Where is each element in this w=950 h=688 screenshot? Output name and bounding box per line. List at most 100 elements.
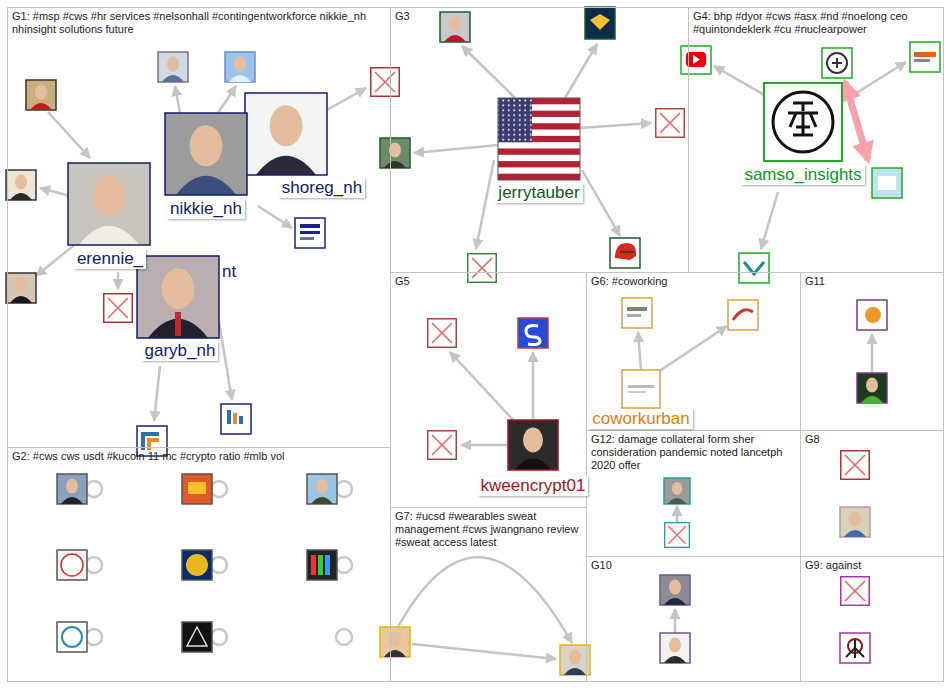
group-header: G12: damage collateral form sher conside… — [591, 433, 796, 472]
vertex-label: jerrytauber — [495, 183, 582, 203]
broken-image — [841, 577, 870, 606]
avatar — [6, 170, 36, 200]
group-header: G5 — [395, 275, 585, 288]
logo-avatar — [182, 622, 212, 652]
profile-photo — [137, 256, 219, 338]
link — [565, 44, 597, 98]
logo-avatar — [872, 168, 902, 198]
link — [117, 272, 120, 289]
vertex-name: coworkurban — [592, 409, 689, 429]
link — [676, 506, 679, 522]
logo-avatar — [622, 298, 652, 328]
group-box: G4: bhp #dyor #cws #asx #nd #noelong ceo… — [688, 7, 944, 273]
vertex-name: shoreg_nh — [282, 178, 362, 198]
group-header: G10 — [591, 559, 796, 572]
logo-avatar — [585, 7, 615, 39]
link — [580, 123, 651, 128]
avatar — [840, 507, 870, 537]
group-box: G8 — [800, 430, 944, 557]
logo-avatar — [518, 318, 548, 348]
logo-avatar — [182, 550, 212, 580]
logo-avatar — [57, 622, 87, 652]
link — [219, 322, 232, 400]
avatar — [660, 575, 690, 605]
vertex-label: nikkie_nh — [167, 199, 245, 219]
link — [532, 352, 535, 420]
link — [761, 192, 778, 249]
avatar — [660, 633, 690, 663]
broken-image — [656, 109, 685, 138]
avatar — [26, 80, 56, 110]
link — [40, 188, 70, 196]
broken-image — [371, 68, 400, 97]
group-box: G1: #msp #cws #hr services #nelsonhall #… — [7, 7, 391, 448]
profile-photo — [68, 163, 150, 245]
vertex-name: kweencrypt01 — [481, 476, 586, 496]
avatar — [857, 373, 887, 403]
logo-avatar — [739, 253, 769, 283]
link — [327, 88, 366, 110]
link — [398, 557, 572, 643]
link — [414, 145, 498, 153]
avatar — [307, 474, 337, 504]
vertex-label: erennie_ — [74, 249, 146, 269]
profile-photo — [508, 420, 558, 470]
group-header: G1: #msp #cws #hr services #nelsonhall #… — [12, 10, 372, 36]
heavy-link — [845, 82, 868, 160]
flag-avatar — [498, 98, 580, 180]
vertex-name: samso_insights — [744, 165, 861, 185]
vertex-label: coworkurban — [589, 409, 692, 429]
vertex-name: jerrytauber — [498, 183, 579, 203]
profile-photo — [245, 93, 327, 175]
vertex-label: samso_insights — [741, 165, 864, 185]
group-header: G9: against — [805, 559, 941, 572]
broken-image — [665, 523, 690, 548]
logo-avatar — [57, 550, 87, 580]
group-box: G12: damage collateral form sher conside… — [586, 430, 801, 557]
group-header: G3 — [395, 10, 685, 23]
group-header: G8 — [805, 433, 941, 446]
logo-avatar — [840, 633, 870, 663]
link — [218, 86, 236, 113]
link — [476, 160, 494, 249]
avatar — [6, 273, 36, 303]
network-links — [36, 44, 906, 659]
link — [871, 334, 874, 373]
broken-image — [104, 294, 133, 323]
link — [658, 326, 727, 372]
group-box: G10 — [586, 556, 801, 682]
vertex-name: nikkie_nh — [170, 199, 242, 219]
logo-avatar — [307, 550, 337, 580]
link — [462, 46, 515, 98]
group-box: G9: against — [800, 556, 944, 682]
link — [48, 112, 90, 158]
link — [258, 206, 292, 228]
link — [450, 352, 515, 422]
avatar — [380, 627, 410, 657]
logo-avatar — [610, 238, 640, 268]
logo-avatar — [857, 300, 887, 330]
link — [638, 332, 641, 370]
avatar — [664, 478, 690, 504]
vertex-label: shoreg_nh — [279, 178, 365, 198]
link — [714, 66, 768, 97]
vertex-label: kweencrypt01 — [478, 476, 589, 496]
vertex-name: garyb_nh — [145, 341, 216, 361]
link — [175, 86, 180, 113]
link — [154, 366, 160, 421]
self-loops — [86, 481, 352, 645]
avatar — [225, 52, 255, 82]
group-box: G2: #cws cws usdt #kucoin 11 mc #crypto … — [7, 447, 391, 682]
avatar — [440, 12, 470, 42]
logo-avatar — [681, 46, 711, 74]
logo-avatar — [221, 404, 251, 434]
group-box: G3 jerrytauber — [390, 7, 689, 273]
broken-image — [468, 254, 497, 283]
logo-avatar — [764, 83, 842, 161]
group-header: G6: #coworking — [591, 275, 796, 288]
link — [582, 170, 620, 236]
partial-label: nt — [220, 262, 238, 282]
profile-photo — [165, 113, 247, 195]
group-header: G7: #ucsd #wearables sweat management #c… — [395, 510, 585, 549]
